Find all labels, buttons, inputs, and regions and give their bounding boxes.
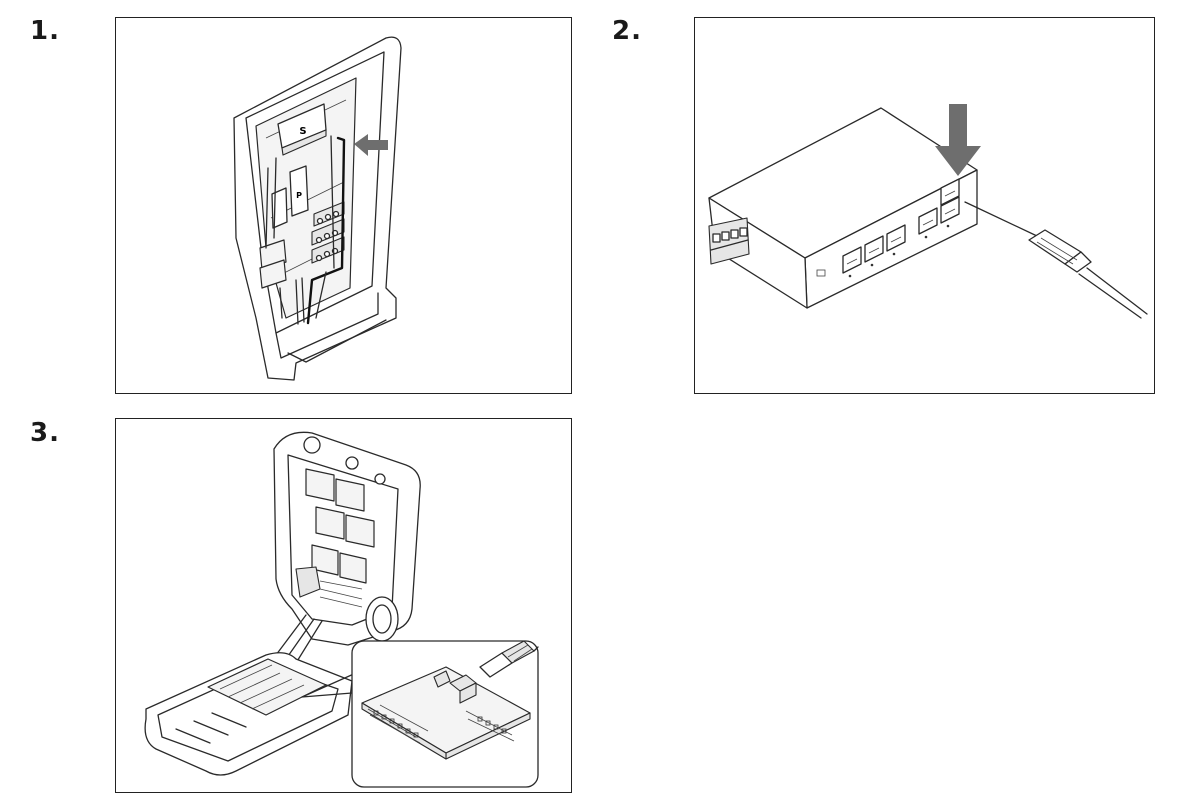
label-p: P: [296, 191, 302, 200]
cable-gland-icon: [303, 436, 321, 454]
step-1-illustration: S P: [115, 17, 572, 394]
step-3-illustration: [115, 418, 572, 793]
controller-board-small: [207, 658, 327, 716]
charging-socket-icon: [365, 596, 399, 642]
ethernet-plug-callout-icon: [479, 640, 539, 678]
s-module-icon: S: [277, 103, 327, 156]
left-arrow-icon: [354, 134, 388, 156]
p-module-icon: P: [271, 165, 309, 229]
ethernet-cable-path: [306, 136, 346, 325]
step-3-number: 3.: [30, 418, 60, 448]
ethernet-plug-icon: [1028, 229, 1092, 273]
dip-switch-icon: [816, 269, 826, 277]
step-1-number: 1.: [30, 16, 60, 46]
step-2-number: 2.: [612, 16, 642, 46]
down-arrow-icon: [935, 104, 981, 176]
terminal-blocks-icon: [311, 201, 345, 264]
wallbox-board-connection-drawing: [144, 431, 539, 788]
rj45-ports-icon: [842, 178, 960, 278]
power-terminal-icon: [708, 217, 750, 265]
wallbox-open-housing-drawing: S P: [233, 36, 402, 381]
label-s: S: [299, 126, 306, 137]
step-2-illustration: [694, 17, 1155, 394]
relays-icon: [305, 468, 375, 584]
network-switch-drawing: [708, 104, 1148, 319]
